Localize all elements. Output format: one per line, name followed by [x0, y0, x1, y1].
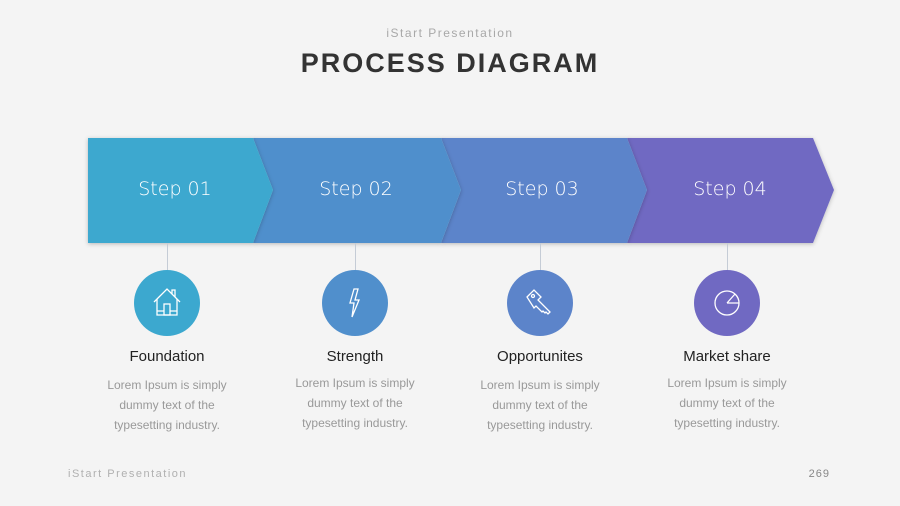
step-icon-circle [134, 270, 200, 336]
step-icon-circle [322, 270, 388, 336]
connector-line [727, 243, 728, 271]
step-heading: Market share [683, 348, 771, 365]
step-icon-circle [694, 270, 760, 336]
home-icon [153, 288, 181, 316]
step-description: Lorem Ipsum is simply dummy text of the … [667, 376, 787, 430]
step-description: Lorem Ipsum is simply dummy text of the … [107, 378, 227, 432]
arrow-step-03 [441, 138, 647, 243]
step-label: Step 01 [138, 178, 212, 200]
connector-line [540, 243, 541, 271]
step-description: Lorem Ipsum is simply dummy text of the … [480, 378, 600, 432]
arrow-step-02 [253, 138, 461, 243]
step-heading: Strength [326, 348, 384, 365]
connector-line [167, 243, 168, 271]
step-heading: Foundation [129, 348, 205, 365]
key-icon [526, 289, 551, 315]
step-label: Step 04 [693, 178, 767, 200]
step-heading: Opportunites [497, 348, 583, 365]
page-title: PROCESS DIAGRAM [300, 48, 600, 78]
step-description: Lorem Ipsum is simply dummy text of the … [295, 376, 415, 430]
lightning-icon [349, 288, 360, 318]
presentation-subtitle: iStart Presentation [386, 26, 514, 40]
connector-line [355, 243, 356, 271]
arrow-step-04 [627, 138, 834, 243]
step-label: Step 02 [319, 178, 393, 200]
step-icon-circle [507, 270, 573, 336]
page-number: 269 [808, 468, 830, 480]
arrow-step-01 [88, 138, 273, 243]
pie-chart-icon [714, 290, 740, 316]
step-label: Step 03 [505, 178, 579, 200]
footer-text: iStart Presentation [68, 468, 187, 480]
